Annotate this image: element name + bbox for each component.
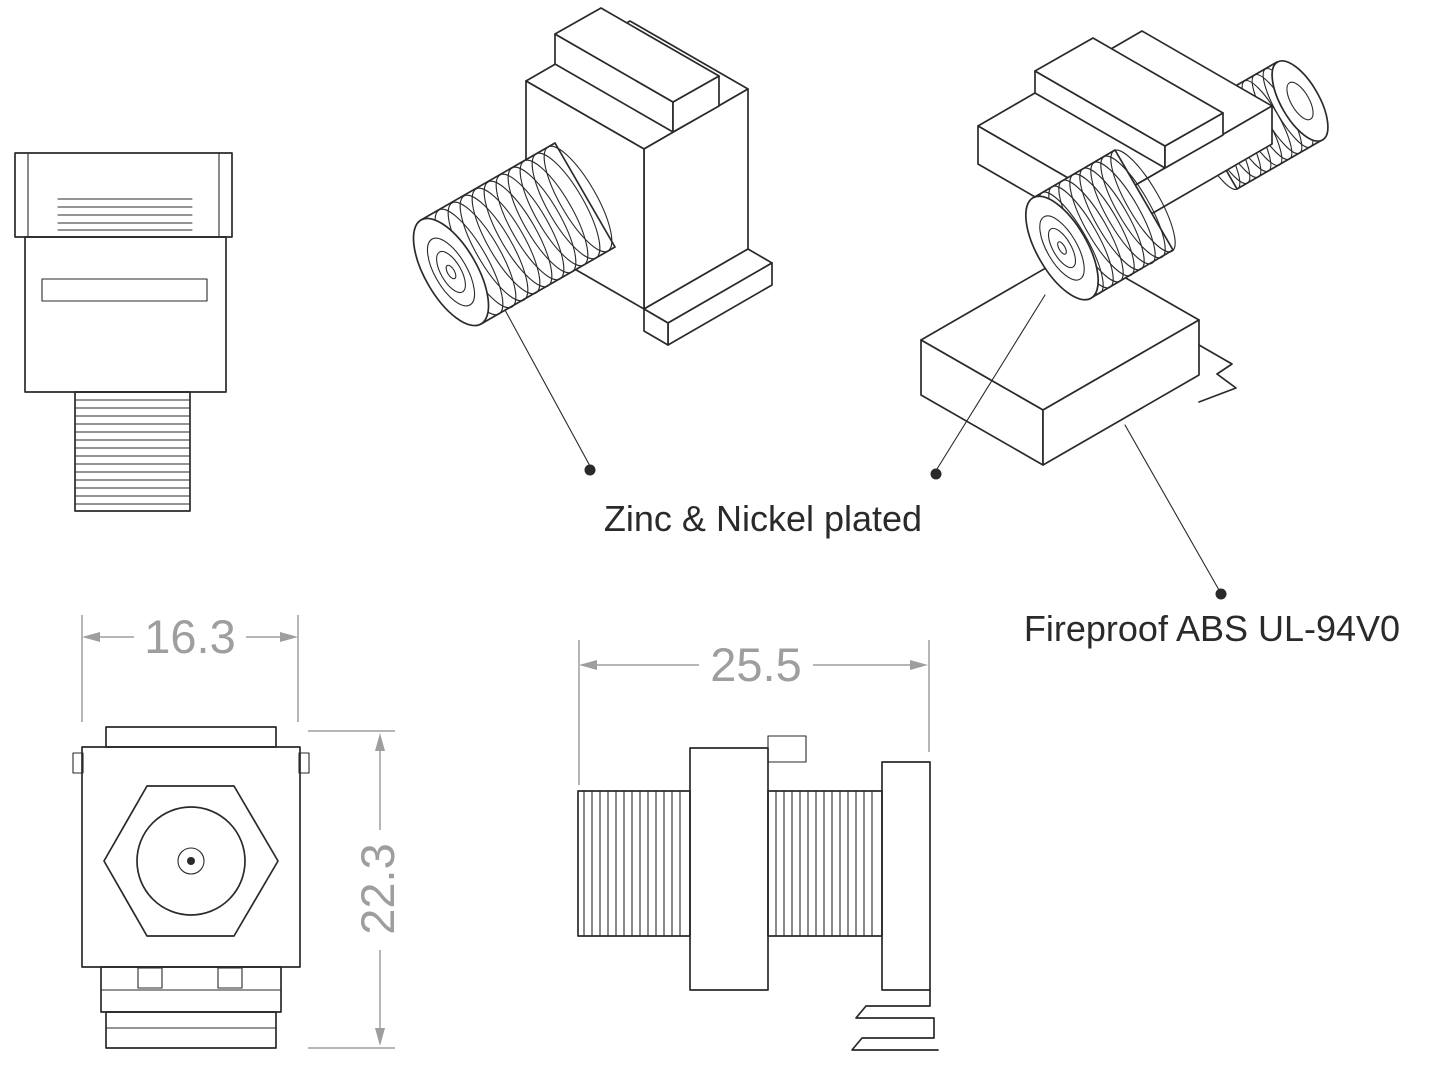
keystone-slot bbox=[41, 278, 208, 302]
clip-hook bbox=[1198, 344, 1237, 403]
right-thread-section bbox=[767, 790, 883, 937]
plate-latch-ridge bbox=[1034, 37, 1224, 169]
keystone-latch-ridge bbox=[554, 7, 720, 133]
stem-block bbox=[100, 966, 282, 1013]
stem-thread-lines bbox=[74, 399, 191, 505]
right-body-and-clip bbox=[851, 761, 939, 1051]
arrowhead-left bbox=[82, 632, 100, 642]
dimension-height: 22.3 bbox=[308, 730, 404, 1049]
leader-dot-plating-left bbox=[584, 464, 596, 476]
keystone-bottom-body bbox=[920, 249, 1237, 466]
side-tab-right bbox=[298, 752, 310, 774]
connector-outer-circle bbox=[136, 806, 246, 916]
keystone-body-outline bbox=[24, 236, 227, 393]
centre-plate bbox=[689, 747, 769, 991]
view-isometric-rear bbox=[920, 30, 1329, 466]
view-side-orthographic bbox=[14, 152, 233, 512]
connector-bore-circle bbox=[177, 847, 205, 875]
front-barrel bbox=[1024, 149, 1176, 301]
hex-nut bbox=[103, 785, 279, 937]
leader-line-plating-right bbox=[936, 294, 1046, 470]
arrowhead-top bbox=[375, 733, 385, 751]
front-barrel-end-face bbox=[1024, 195, 1100, 301]
rear-barrel-end-face bbox=[1271, 60, 1329, 142]
height-dimension-text: 22.3 bbox=[351, 843, 404, 934]
material-label: Fireproof ABS UL-94V0 bbox=[1024, 608, 1400, 649]
leader-dot-plating-right bbox=[930, 468, 942, 480]
bottom-block bbox=[105, 1011, 277, 1049]
spring-clip bbox=[851, 989, 939, 1051]
bottom-flange bbox=[643, 248, 773, 346]
arrowhead-left bbox=[579, 660, 597, 670]
annotation-material: Fireproof ABS UL-94V0 bbox=[1024, 424, 1400, 649]
connector-center-pin bbox=[187, 857, 195, 865]
arrowhead-right bbox=[910, 660, 928, 670]
f-connector-barrel bbox=[412, 142, 616, 327]
dimension-length: 25.5 bbox=[578, 638, 930, 785]
side-tab-left bbox=[72, 752, 84, 774]
view-isometric-front bbox=[412, 7, 773, 346]
arrowhead-bottom bbox=[375, 1028, 385, 1046]
leader-line-material bbox=[1124, 424, 1220, 591]
keystone-top-plate bbox=[977, 30, 1273, 240]
leader-dot-material bbox=[1215, 588, 1227, 600]
length-dimension-text: 25.5 bbox=[710, 638, 801, 691]
keystone-cap-outline bbox=[14, 152, 233, 238]
threaded-stem-outline bbox=[74, 391, 191, 512]
dimension-width: 16.3 bbox=[81, 610, 299, 722]
leader-line-plating-left bbox=[504, 309, 591, 467]
view-side-profile: 25.5 bbox=[577, 638, 939, 1051]
annotation-plating: Zinc & Nickel plated bbox=[504, 294, 1046, 539]
arrowhead-right bbox=[280, 632, 298, 642]
cap-thread-lines bbox=[57, 198, 193, 231]
barrel-end-face bbox=[412, 217, 490, 327]
view-front-orthographic: 16.3 22.3 bbox=[72, 610, 404, 1049]
width-dimension-text: 16.3 bbox=[144, 610, 235, 663]
left-thread-section bbox=[577, 790, 691, 937]
top-tab bbox=[105, 726, 277, 748]
plate-top-tab bbox=[767, 735, 807, 763]
plating-label: Zinc & Nickel plated bbox=[604, 498, 922, 539]
barrel-thread-rings bbox=[434, 145, 613, 316]
